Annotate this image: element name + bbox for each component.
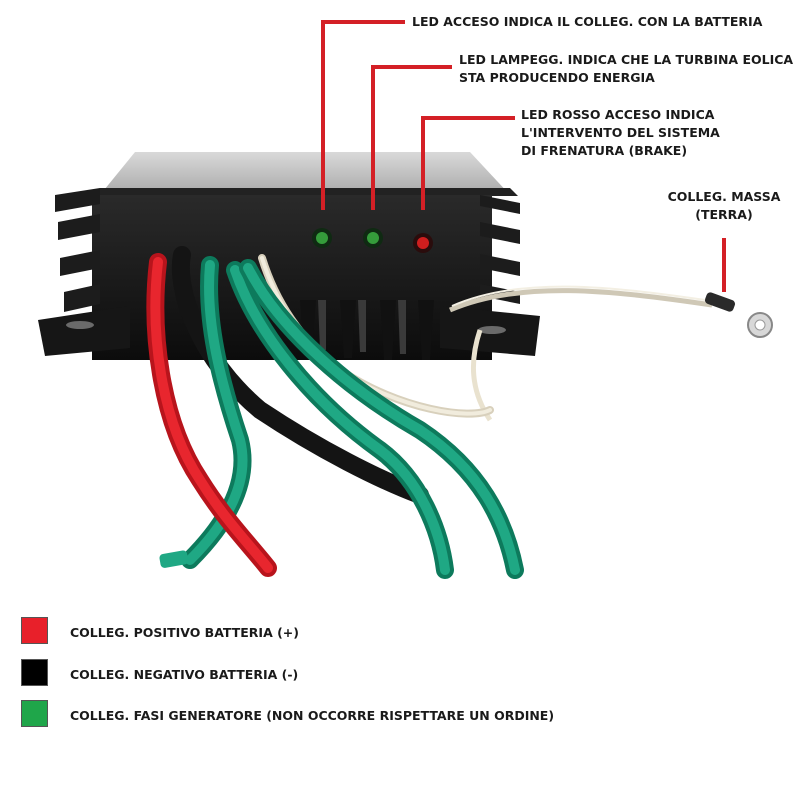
led-turbine bbox=[363, 228, 383, 248]
legend-label-negative: COLLEG. NEGATIVO BATTERIA (-) bbox=[70, 667, 299, 682]
ground-ring-terminal bbox=[747, 312, 773, 338]
wire-green-2 bbox=[226, 261, 454, 579]
legend-label-phases: COLLEG. FASI GENERATORE (NON OCCORRE RIS… bbox=[70, 708, 555, 723]
callout-led-brake-line3: DI FRENATURA (BRAKE) bbox=[521, 143, 688, 158]
wire-black bbox=[171, 246, 429, 504]
callout-led-battery: LED ACCESO INDICA IL COLLEG. CON LA BATT… bbox=[412, 14, 763, 29]
led-battery bbox=[312, 228, 332, 248]
legend-label-positive: COLLEG. POSITIVO BATTERIA (+) bbox=[70, 625, 299, 640]
callout-led-turbine-line2: STA PRODUCENDO ENERGIA bbox=[459, 70, 655, 85]
legend-swatch-positive bbox=[21, 617, 48, 644]
callout-led-brake-line1: LED ROSSO ACCESO INDICA bbox=[521, 107, 715, 122]
wire-red bbox=[146, 253, 277, 577]
ground-wire bbox=[449, 285, 736, 422]
callout-lines bbox=[321, 20, 726, 292]
callout-led-brake-line2: L'INTERVENTO DEL SISTEMA bbox=[521, 125, 720, 140]
callout-led-turbine-line1: LED LAMPEGG. INDICA CHE LA TURBINA EOLIC… bbox=[459, 52, 794, 67]
led-brake bbox=[413, 233, 433, 253]
wire-green-3 bbox=[239, 259, 524, 579]
wire-tip bbox=[159, 550, 189, 568]
callout-ground-line2: (TERRA) bbox=[695, 207, 753, 222]
legend-swatch-negative bbox=[21, 659, 48, 686]
legend-swatch-phases bbox=[21, 700, 48, 727]
callout-ground-line1: COLLEG. MASSA bbox=[667, 189, 781, 204]
